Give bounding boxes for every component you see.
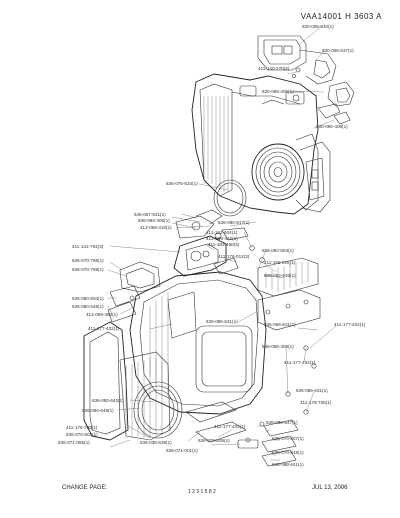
part-label: 630-006-637(1) — [322, 48, 354, 53]
part-label: 636-086-631(1) — [296, 388, 328, 393]
stack-parts — [261, 419, 299, 467]
part-label: 412-058-410(1) — [140, 225, 172, 230]
part-label: 411-140-270(4) — [258, 66, 290, 71]
part-label: 630-005-640(1) — [302, 24, 334, 29]
rear-shell — [83, 321, 129, 441]
part-label: 630-096-405(1) — [262, 89, 294, 94]
part-label: 636-075-634(1) — [166, 181, 198, 186]
part-label: 412-069-410(1) — [206, 236, 238, 241]
footer-page-code: 1 2 3 1 5 8 2 — [188, 489, 216, 495]
top-bracket-assembly — [257, 35, 337, 85]
part-label: 411-177-402(1) — [284, 360, 316, 365]
part-label: 411-176-012(3) — [218, 254, 250, 259]
part-label: 636-071-065(1) — [58, 440, 90, 445]
front-ring — [213, 179, 247, 217]
model-header: VAA14001 H 3603 A — [300, 12, 382, 21]
part-label: 411-177-402(1) — [214, 424, 246, 429]
part-label: 636-070-758(1) — [72, 258, 104, 263]
part-label: 645-057-631(1) — [134, 212, 166, 217]
front-cover — [191, 73, 319, 215]
part-label: 636-080-641(1) — [272, 462, 304, 467]
part-label: 636-066-631(1) — [264, 322, 296, 327]
right-contacts — [257, 257, 321, 331]
footer-change-page: CHANGE PAGE: — [62, 485, 108, 491]
part-label: 411-142-704(3) — [72, 244, 104, 249]
part-label: 630-096-406(1) — [316, 124, 348, 129]
part-label: 636-070-605(1) — [198, 438, 230, 443]
part-label: 636-080-648(1) — [72, 304, 104, 309]
part-label: 636-070-819(1) — [272, 450, 304, 455]
switch-parts — [175, 209, 265, 263]
part-label: 636-071-001(1) — [166, 448, 198, 453]
upper-frame — [173, 235, 239, 277]
part-label: 636-080-817(1) — [218, 220, 250, 225]
footer-date: JUL 13, 2006 — [312, 485, 348, 491]
part-label: 636-052-646(1) — [264, 273, 296, 278]
part-label: 636-086-631(1) — [206, 319, 238, 324]
leader-lines — [107, 25, 337, 467]
lens-ring-large — [133, 381, 183, 439]
part-label: 411-177-402(1) — [88, 326, 120, 331]
rear-body — [129, 271, 267, 415]
part-label: 636-080-642(1) — [92, 398, 124, 403]
right-screws — [245, 345, 317, 443]
part-label: 636-080-604(1) — [72, 296, 104, 301]
part-label: 636-066-406(1) — [262, 344, 294, 349]
part-label: 636-070-807(1) — [272, 436, 304, 441]
part-label: 636-070-758(1) — [72, 267, 104, 272]
part-label: 636-038-639(1) — [140, 440, 172, 445]
part-label: 411-183-460(4) — [208, 242, 240, 247]
part-label: 411-176-705(1) — [66, 425, 98, 430]
battery-door-parts — [107, 261, 161, 323]
right-side-bracket — [299, 141, 331, 213]
part-label: 636-092-563(1) — [262, 248, 294, 253]
part-label: 636-080-648(1) — [82, 408, 114, 413]
part-label: 411-162-604(1) — [206, 230, 238, 235]
part-label: 636-094-406(1) — [138, 218, 170, 223]
part-label: 411-178-705(1) — [300, 400, 332, 405]
small-parts-right — [317, 81, 355, 125]
part-label: 411-177-402(1) — [334, 322, 366, 327]
part-label: 636-070-603(1) — [66, 432, 98, 437]
lens-unit — [251, 133, 319, 211]
part-label: 412-069-460(1) — [86, 312, 118, 317]
part-label: 411-158-016(1) — [264, 260, 296, 265]
part-label: 636-086-647(1) — [266, 420, 298, 425]
